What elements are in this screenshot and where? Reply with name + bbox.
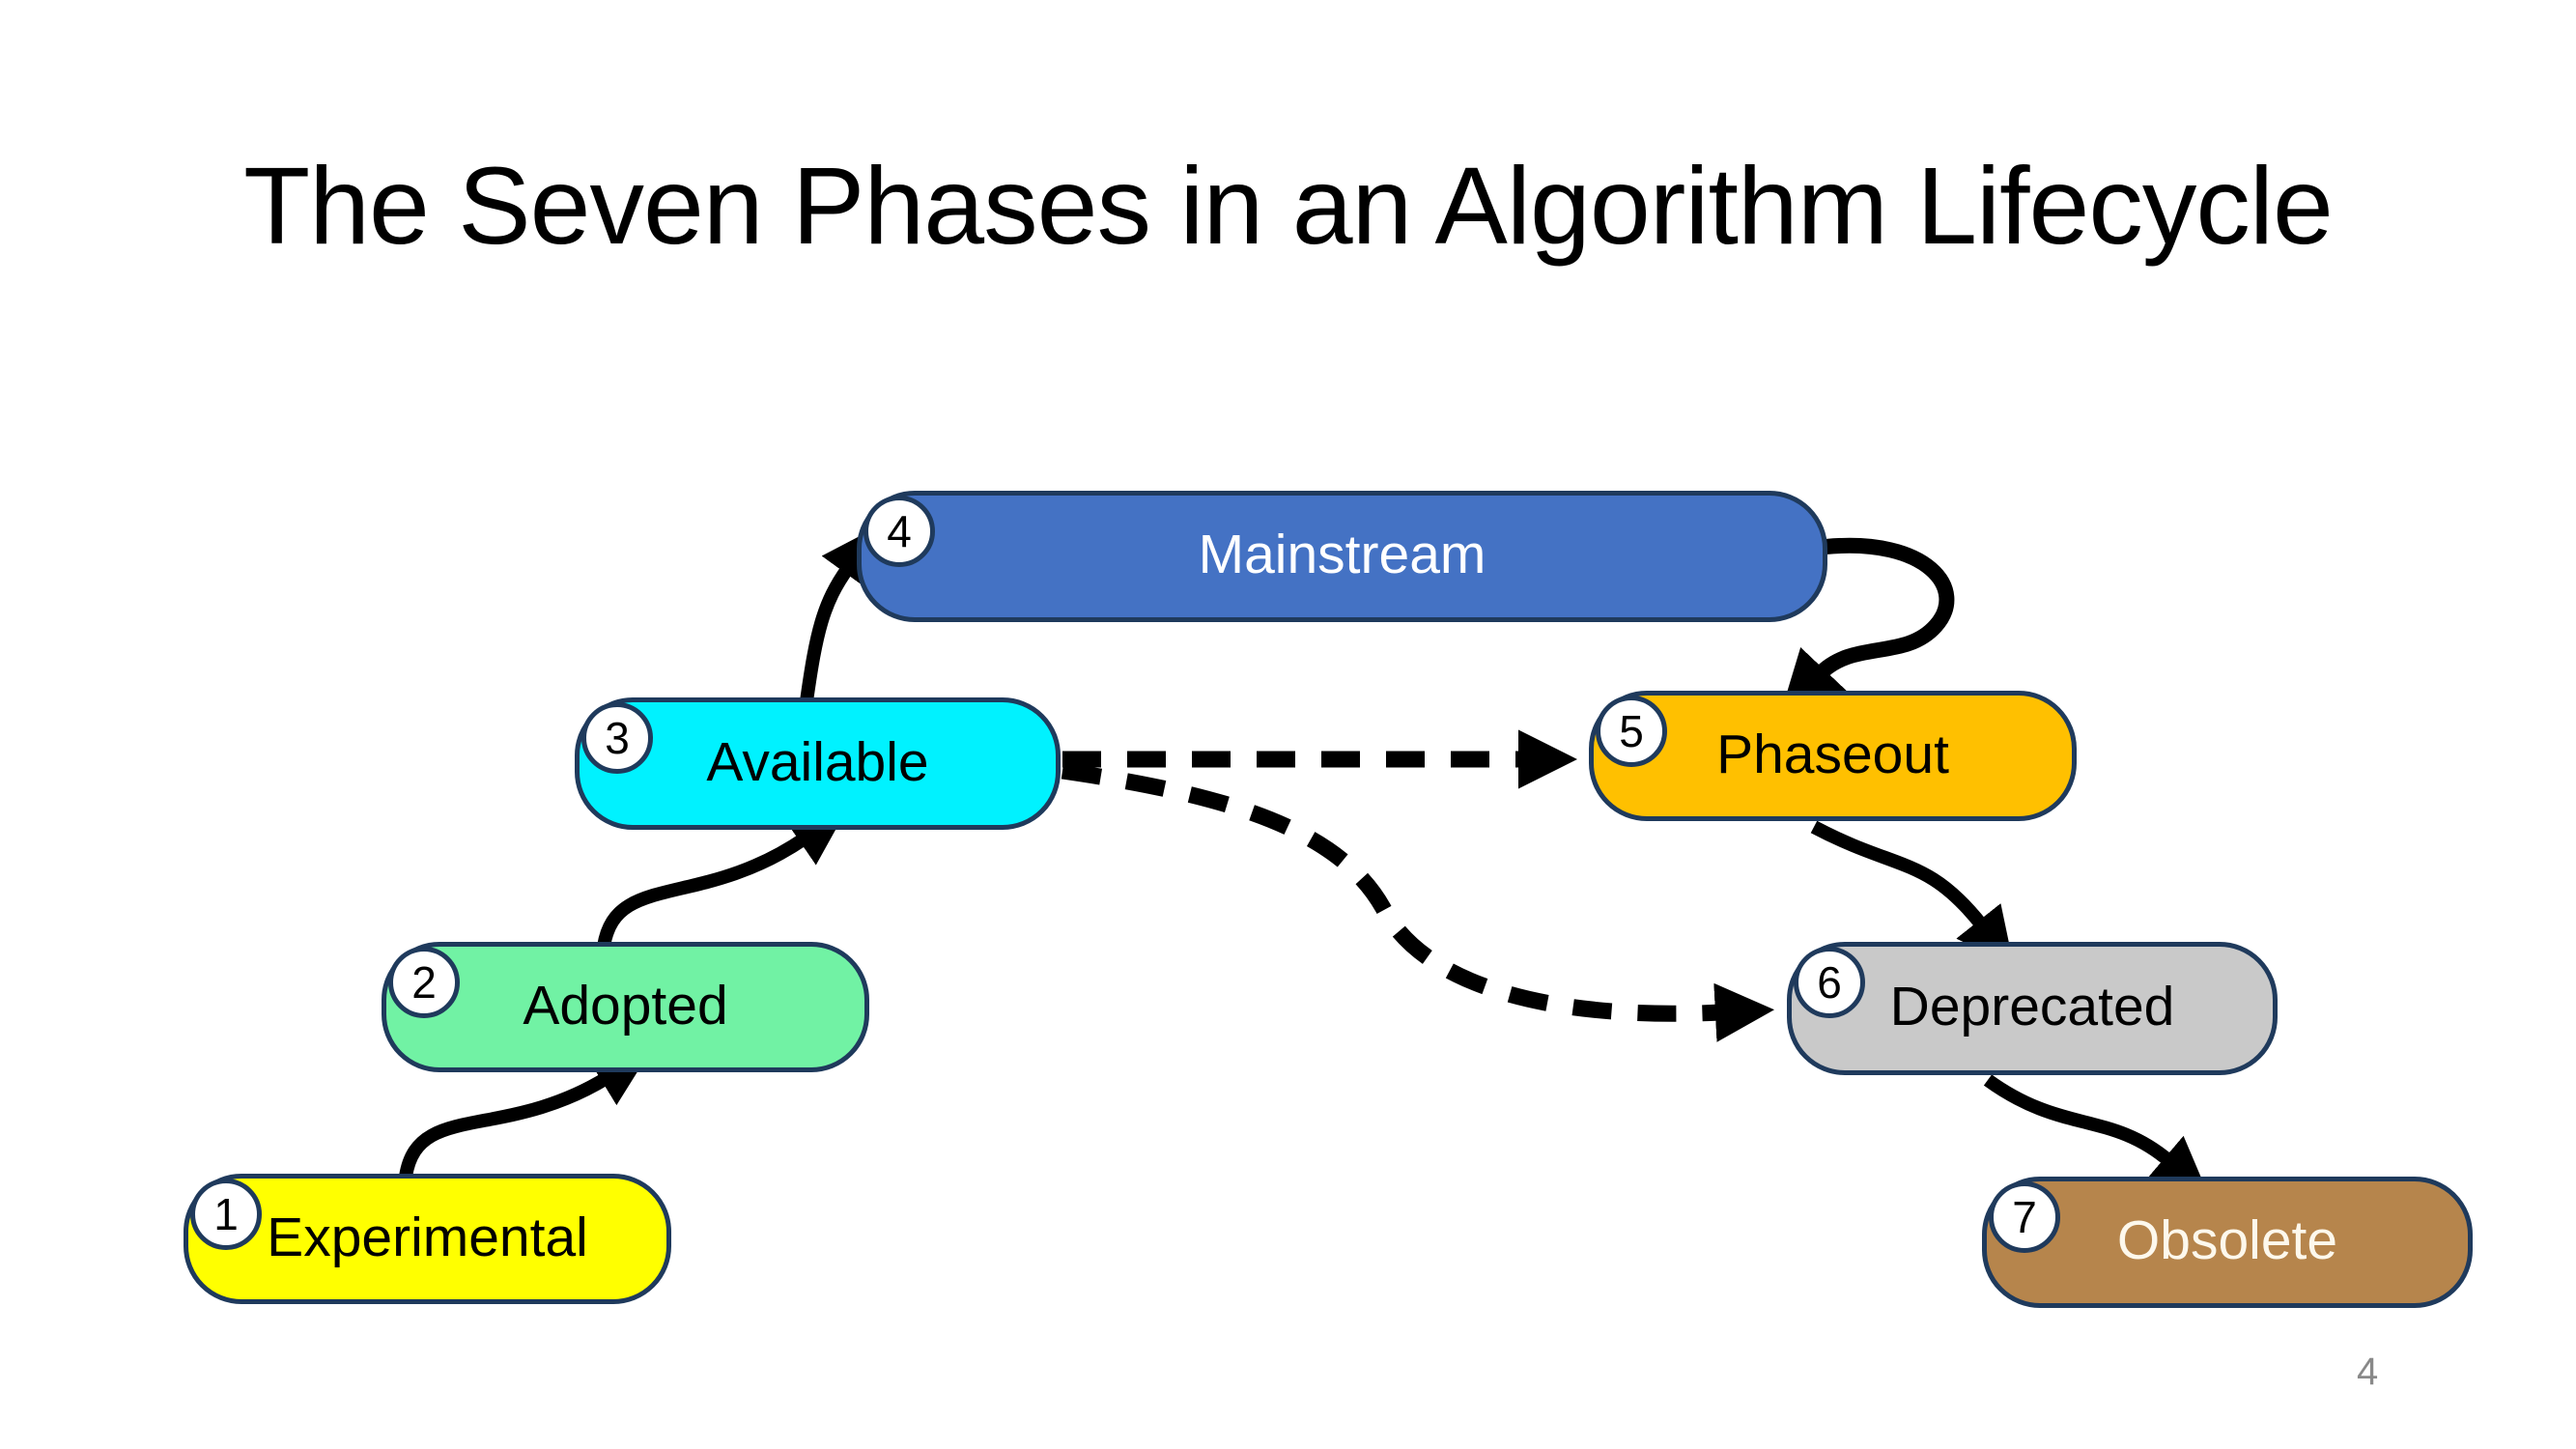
phase-node-experimental: 1 Experimental — [184, 1174, 671, 1304]
arrow-phaseout-to-deprecated — [1810, 820, 2014, 966]
phase-node-available: 3 Available — [575, 697, 1061, 830]
arrow-deprecated-to-obsolete — [1983, 1074, 2209, 1195]
slide-title: The Seven Phases in an Algorithm Lifecyc… — [243, 145, 2334, 267]
phase-number-badge: 7 — [1989, 1181, 2060, 1253]
phase-label: Phaseout — [1716, 723, 1949, 785]
page-number: 4 — [2357, 1350, 2379, 1393]
phase-number-badge: 2 — [388, 947, 460, 1018]
phase-node-mainstream: 4 Mainstream — [857, 491, 1827, 622]
phase-number-badge: 3 — [581, 702, 653, 774]
phase-number-badge: 6 — [1794, 947, 1865, 1018]
phase-label: Adopted — [523, 974, 728, 1037]
phase-node-phaseout: 5 Phaseout — [1589, 691, 2077, 821]
phase-node-adopted: 2 Adopted — [382, 942, 869, 1072]
arrow-mainstream-to-phaseout — [1779, 537, 1955, 717]
arrow-available-to-mainstream — [800, 526, 878, 702]
phase-label: Mainstream — [1198, 524, 1486, 585]
arrow-adopted-to-available — [597, 810, 847, 949]
phase-label: Experimental — [267, 1206, 588, 1268]
phase-number-badge: 5 — [1596, 696, 1667, 767]
phase-label: Deprecated — [1889, 976, 2175, 1037]
phase-number-badge: 4 — [863, 496, 935, 567]
arrow-experimental-to-adopted — [399, 1051, 651, 1179]
phase-number-badge: 1 — [190, 1179, 262, 1250]
phase-label: Obsolete — [2116, 1209, 2338, 1271]
phase-label: Available — [706, 730, 929, 793]
phase-node-obsolete: 7 Obsolete — [1982, 1177, 2473, 1308]
dashed-arrow-available-to-deprecated — [1061, 762, 1775, 1042]
phase-node-deprecated: 6 Deprecated — [1787, 942, 2278, 1075]
